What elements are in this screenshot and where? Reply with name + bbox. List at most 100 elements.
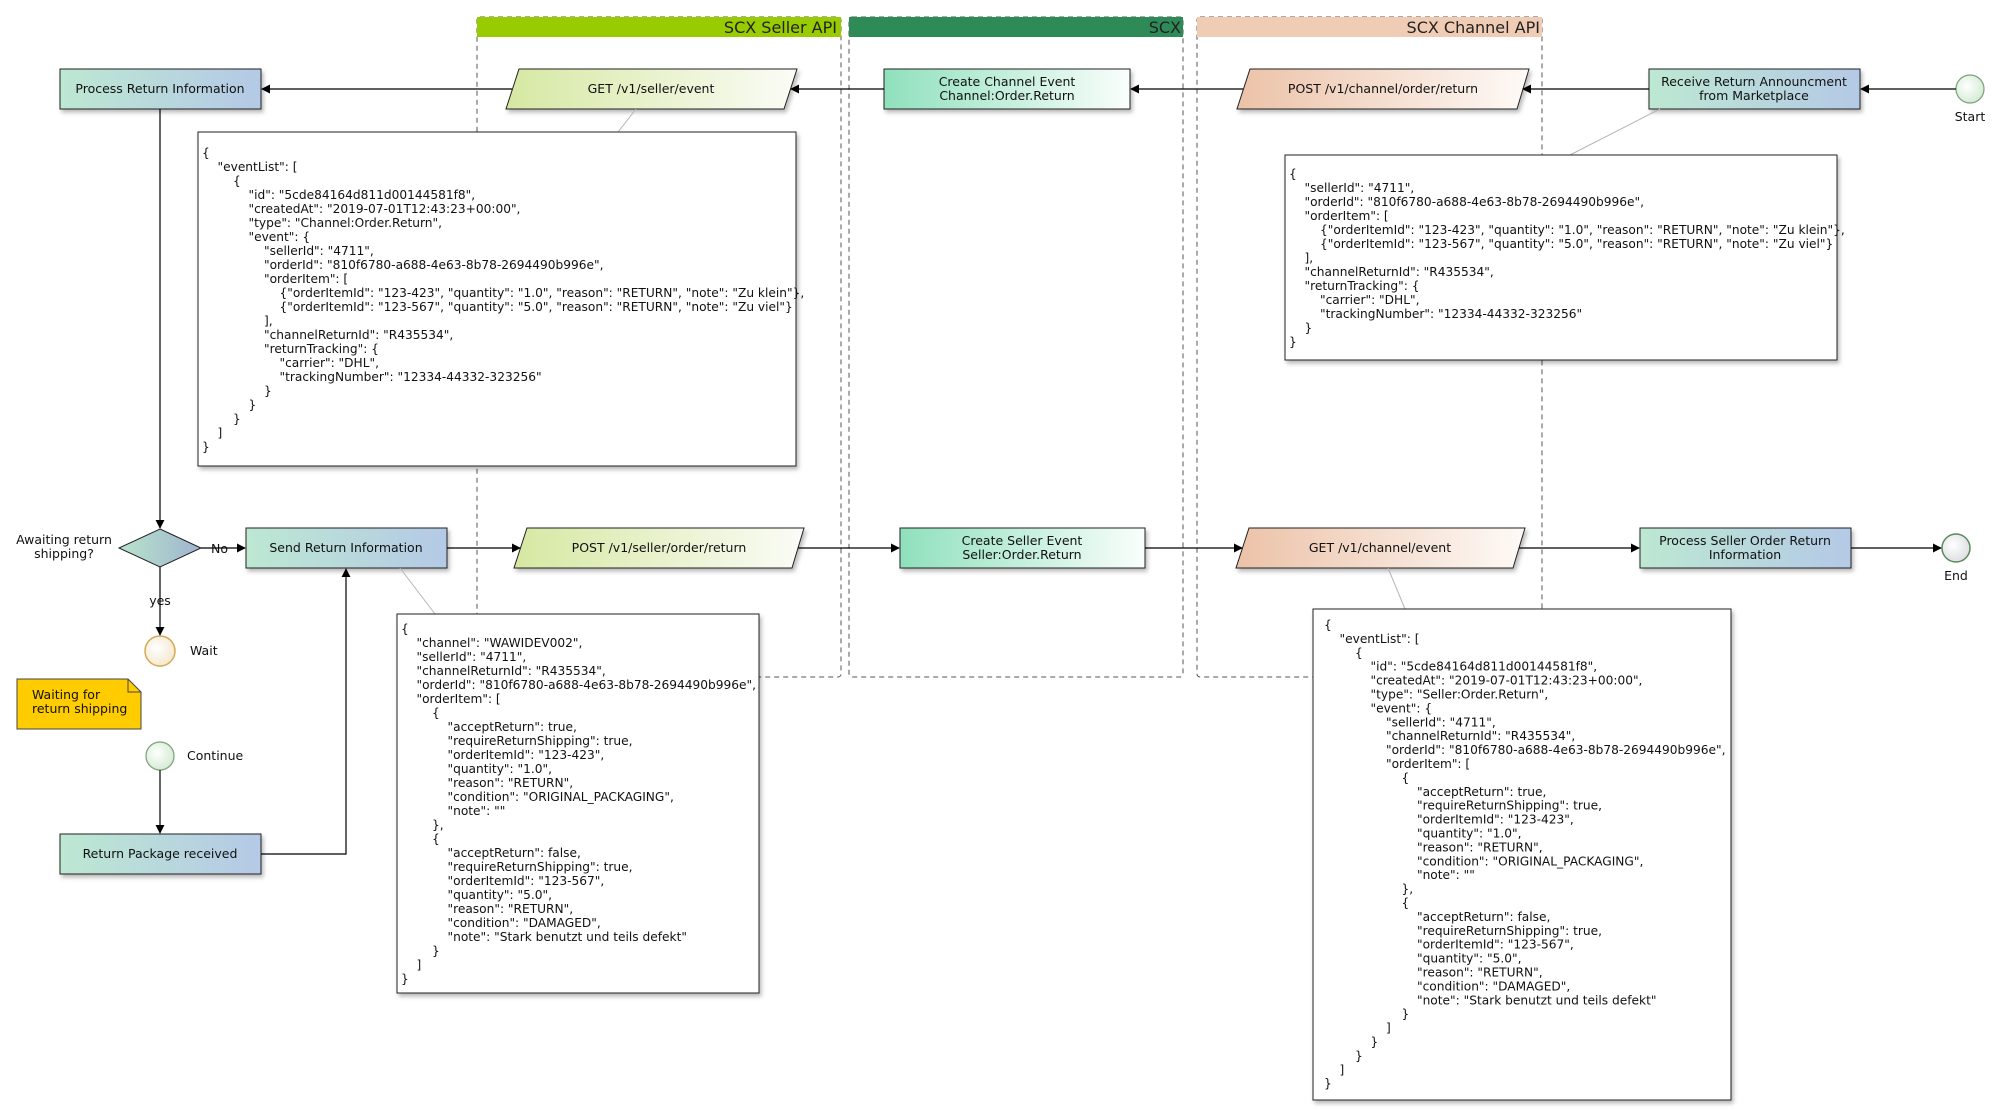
waiting-note-line-1: Waiting for xyxy=(32,687,101,702)
continue-label: Continue xyxy=(187,748,244,763)
receive-return-announcement-task[interactable]: Receive Return Announcment from Marketpl… xyxy=(1648,68,1861,110)
continue-event[interactable] xyxy=(145,741,175,771)
json-line: "sellerId": "4711", xyxy=(202,244,374,258)
get-seller-event-label: GET /v1/seller/event xyxy=(588,81,715,96)
json-line: "type": "Channel:Order.Return", xyxy=(202,216,442,230)
json-line: "acceptReturn": true, xyxy=(1324,785,1546,799)
return-package-received-task[interactable]: Return Package received xyxy=(59,833,262,875)
json-line: { xyxy=(202,146,210,160)
json-box-seller-return-post: { "channel": "WAWIDEV002", "sellerId": "… xyxy=(396,613,760,994)
json-line: "reason": "RETURN", xyxy=(1324,965,1543,979)
json-line: "requireReturnShipping": true, xyxy=(1324,799,1602,813)
post-channel-order-return-data[interactable]: POST /v1/channel/order/return xyxy=(1236,68,1530,110)
lane-seller-api-header xyxy=(477,17,841,37)
lane-scx-title: SCX xyxy=(1149,18,1181,37)
json-line: "orderId": "810f6780-a688-4e63-8b78-2694… xyxy=(1324,743,1726,757)
json-line: ], xyxy=(1289,251,1313,265)
waiting-note: Waiting for return shipping xyxy=(16,678,142,730)
send-return-information-task[interactable]: Send Return Information xyxy=(245,527,448,569)
json-line: "id": "5cde84164d811d00144581f8", xyxy=(202,188,475,202)
json-line: "orderItemId": "123-423", xyxy=(401,748,604,762)
lane-scx-header xyxy=(849,17,1183,37)
json-line: "quantity": "5.0", xyxy=(1324,952,1521,966)
json-line: { xyxy=(401,622,409,636)
json-line: "channelReturnId": "R435534", xyxy=(202,328,453,342)
json-line: "orderId": "810f6780-a688-4e63-8b78-2694… xyxy=(202,258,604,272)
json-line: }, xyxy=(1324,882,1413,896)
post-seller-order-return-data[interactable]: POST /v1/seller/order/return xyxy=(513,527,805,569)
json-line: "quantity": "1.0", xyxy=(1324,827,1521,841)
json-line: "carrier": "DHL", xyxy=(202,356,379,370)
json-line: ] xyxy=(401,958,421,972)
post-seller-order-return-label: POST /v1/seller/order/return xyxy=(572,540,747,555)
json-line: "event": { xyxy=(1324,701,1432,715)
create-seller-event-task[interactable]: Create Seller Event Seller:Order.Return xyxy=(899,527,1146,569)
json-line: ] xyxy=(1324,1021,1391,1035)
json-line: "reason": "RETURN", xyxy=(401,902,573,916)
wait-event[interactable] xyxy=(144,635,176,667)
json-line: "acceptReturn": false, xyxy=(1324,910,1550,924)
json-line: } xyxy=(1324,1049,1363,1063)
json-line: ] xyxy=(1324,1063,1344,1077)
waiting-note-line-2: return shipping xyxy=(32,701,127,716)
json-line: { xyxy=(1324,771,1409,785)
sequence-flows xyxy=(155,84,1956,855)
json-line: { xyxy=(1289,167,1297,181)
json-line: { xyxy=(401,706,440,720)
json-line: "returnTracking": { xyxy=(1289,279,1419,293)
start-event[interactable] xyxy=(1955,74,1985,104)
awaiting-return-shipping-gateway[interactable] xyxy=(117,528,203,568)
lane-channel-api-header xyxy=(1197,17,1542,37)
lane-channel-api-title: SCX Channel API xyxy=(1407,18,1540,37)
json-channel-event-list-text: { "eventList": [ { "id": "5cde84164d811d… xyxy=(1324,618,1726,1091)
get-channel-event-label: GET /v1/channel/event xyxy=(1309,540,1451,555)
process-return-information-task[interactable]: Process Return Information xyxy=(59,68,262,110)
process-seller-order-return-label-2: Information xyxy=(1709,547,1781,562)
json-line: } xyxy=(202,440,210,454)
json-line: "orderItem": [ xyxy=(1289,209,1389,223)
json-line: "condition": "ORIGINAL_PACKAGING", xyxy=(1324,854,1643,868)
json-line: "createdAt": "2019-07-01T12:43:23+00:00"… xyxy=(1324,674,1642,688)
json-line: "orderId": "810f6780-a688-4e63-8b78-2694… xyxy=(1289,195,1644,209)
receive-return-announcement-label-2: from Marketplace xyxy=(1699,88,1809,103)
json-line: "orderId": "810f6780-a688-4e63-8b78-2694… xyxy=(401,678,756,692)
get-channel-event-data[interactable]: GET /v1/channel/event xyxy=(1235,527,1526,569)
json-line: "returnTracking": { xyxy=(202,342,379,356)
json-line: } xyxy=(1324,1077,1332,1091)
json-line: "condition": "ORIGINAL_PACKAGING", xyxy=(401,790,674,804)
gateway-label-1: Awaiting return xyxy=(16,532,112,547)
create-seller-event-label-2: Seller:Order.Return xyxy=(962,547,1081,562)
json-box-channel-event-list: { "eventList": [ { "id": "5cde84164d811d… xyxy=(1312,608,1732,1101)
json-line: "quantity": "5.0", xyxy=(401,888,552,902)
flow-received-to-send xyxy=(261,568,351,855)
create-channel-event-task[interactable]: Create Channel Event Channel:Order.Retur… xyxy=(883,68,1131,110)
json-line: "note": "" xyxy=(401,804,505,818)
json-line: "sellerId": "4711", xyxy=(1324,715,1496,729)
json-line: } xyxy=(1324,1035,1378,1049)
json-line: "orderItem": [ xyxy=(1324,757,1470,771)
return-package-received-label: Return Package received xyxy=(83,846,238,861)
json-line: "condition": "DAMAGED", xyxy=(401,916,601,930)
json-line: "eventList": [ xyxy=(1324,632,1419,646)
json-line: {"orderItemId": "123-423", "quantity": "… xyxy=(1289,223,1845,237)
json-line: "sellerId": "4711", xyxy=(1289,181,1414,195)
json-seller-return-post-text: { "channel": "WAWIDEV002", "sellerId": "… xyxy=(401,622,756,986)
json-line: "id": "5cde84164d811d00144581f8", xyxy=(1324,660,1597,674)
json-line: "trackingNumber": "12334-44332-323256" xyxy=(202,370,542,384)
send-return-information-label: Send Return Information xyxy=(269,540,422,555)
process-seller-order-return-label-1: Process Seller Order Return xyxy=(1659,533,1831,548)
end-event[interactable] xyxy=(1941,533,1971,563)
json-line: } xyxy=(1289,335,1297,349)
json-line: "sellerId": "4711", xyxy=(401,650,526,664)
json-line: "orderItem": [ xyxy=(401,692,501,706)
post-channel-order-return-label: POST /v1/channel/order/return xyxy=(1288,81,1478,96)
json-box-seller-event-list: { "eventList": [ { "id": "5cde84164d811d… xyxy=(197,131,804,467)
json-line: "channelReturnId": "R435534", xyxy=(1289,265,1494,279)
json-line: "quantity": "1.0", xyxy=(401,762,552,776)
lane-scx: SCX xyxy=(848,16,1184,678)
get-seller-event-data[interactable]: GET /v1/seller/event xyxy=(505,68,798,110)
json-channel-return-post-text: { "sellerId": "4711", "orderId": "810f67… xyxy=(1289,167,1845,349)
json-line: "orderItemId": "123-567", xyxy=(401,874,604,888)
process-seller-order-return-task[interactable]: Process Seller Order Return Information xyxy=(1639,527,1852,569)
